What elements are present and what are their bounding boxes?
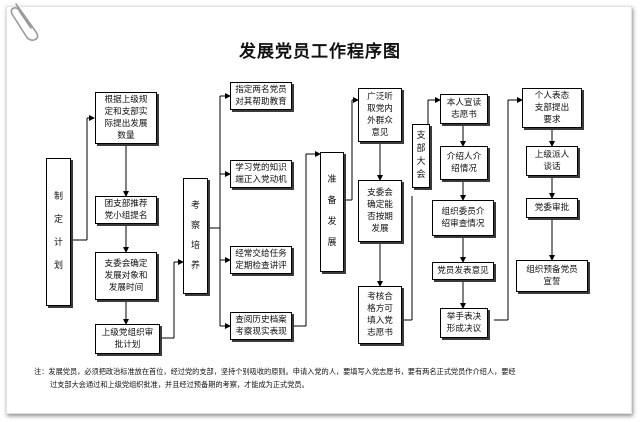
prepare-develop-char: 展 — [327, 238, 337, 248]
org-committee-box: 组织委员介 绍审查情况 — [432, 200, 494, 236]
introducer-box: 介绍人介 绍情况 — [440, 146, 488, 180]
inspect-train-char: 察 — [190, 220, 200, 231]
inspect-train-char: 培 — [190, 240, 200, 251]
branch-assembly-char: 部 — [416, 144, 426, 154]
make-plan-char: 制 — [53, 192, 63, 202]
committee-meeting-box: 支委会 确定能 否按期 发展 — [358, 180, 402, 242]
make-plan-char: 划 — [53, 261, 63, 271]
superior-talk-box: 上级派人 谈话 — [526, 146, 578, 176]
express-attitude-box: 个人表态 支部提出 要求 — [522, 88, 582, 128]
party-approve-box: 党委审批 — [526, 198, 578, 218]
study-knowledge-box: 学习党的知识 端正入党动机 — [230, 160, 292, 188]
footnote-line-2: 过支部大会通过和上级党组织批准，并且经过预备期的考察，才能成为正式党员。 — [50, 380, 309, 389]
members-opinion-box: 党员发表意见 — [432, 262, 494, 280]
listen-opinions-box: 广泛听 取党内 外群众 意见 — [358, 88, 402, 142]
branch-assembly-char: 支 — [416, 131, 426, 141]
prepare-develop-char: 备 — [327, 196, 337, 206]
oath-box: 组织预备党员 宣誓 — [516, 260, 588, 292]
read-application-box: 本人宣读 志愿书 — [440, 94, 488, 124]
superior-approve-box: 上级党组织审 批计划 — [95, 324, 160, 354]
branch-assembly-char: 会 — [416, 170, 426, 180]
footnote-line-1: 注：发展党员，必须把政治标准放在首位，经过党的支部，坚持个别吸收的原则。申请入党… — [34, 367, 516, 376]
assign-two-box: 指定两名党员 对其帮助教育 — [230, 82, 292, 110]
review-files-box: 查阅历史档案 考察现实表现 — [230, 312, 292, 340]
prepare-develop-char: 准 — [327, 175, 337, 185]
branch-recommend-box: 团支部推荐 党小组提名 — [95, 196, 157, 224]
footnote: 注：发展党员，必须把政治标准放在首位，经过党的支部，坚持个别吸收的原则。申请入党… — [34, 365, 620, 391]
branch-assembly-box: 支 部 大 会 — [412, 124, 430, 188]
fill-form-box: 考核合 格方可 填入党 志愿书 — [358, 286, 402, 344]
make-plan-char: 计 — [53, 238, 63, 248]
branch-assembly-char: 大 — [416, 157, 426, 167]
inspect-train-box: 考 察 培 养 — [183, 178, 208, 294]
committee-determine-box: 支委会确定 发展对象和 发展时间 — [95, 252, 157, 300]
make-plan-box: 制 定 计 划 — [46, 158, 71, 306]
prepare-develop-char: 发 — [327, 217, 337, 227]
prepare-develop-box: 准 备 发 展 — [320, 152, 344, 272]
vote-box: 举手表决 形成决议 — [440, 308, 488, 338]
page-title: 发展党员工作程序图 — [239, 42, 401, 62]
assign-tasks-box: 经常交给任务 定期检查讲评 — [230, 246, 292, 274]
propose-number-box: 根据上级规 定和支部实 际提出发展 数量 — [95, 92, 157, 144]
make-plan-char: 定 — [53, 215, 63, 225]
inspect-train-char: 养 — [190, 260, 200, 271]
paperclip-icon — [10, 3, 39, 41]
inspect-train-char: 考 — [190, 200, 200, 211]
